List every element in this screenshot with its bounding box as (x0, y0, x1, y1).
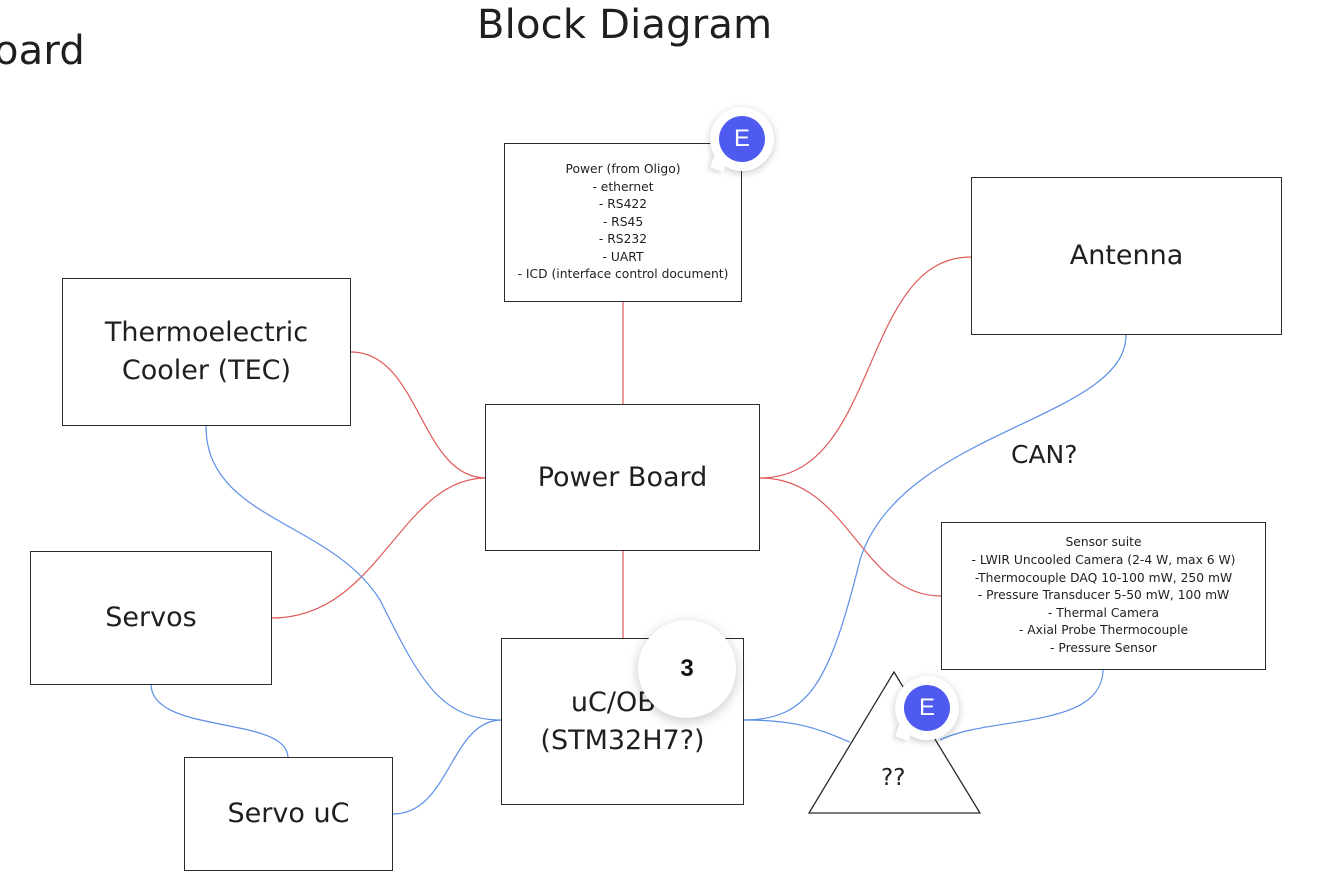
offscreen-title-fragment: oard (0, 28, 85, 74)
power-input-line: - ICD (interface control document) (517, 267, 729, 282)
antenna-label: Antenna (1069, 240, 1184, 271)
wire-antenna-uc (743, 334, 1127, 721)
power-board-block[interactable]: Power Board (485, 404, 760, 551)
sensor-suite-line: - Pressure Sensor (1050, 640, 1157, 655)
wire-uc-unknown (743, 719, 851, 743)
sensor-suite-list: Sensor suite - LWIR Uncooled Camera (2-4… (972, 534, 1236, 657)
servos-block[interactable]: Servos (30, 551, 272, 685)
sensor-suite-line: Sensor suite (1065, 535, 1142, 550)
power-input-line: Power (from Oligo) (565, 161, 681, 176)
wire-servos-powerboard (271, 477, 487, 619)
can-annotation: CAN? (1011, 440, 1078, 469)
wire-servouc-uc (392, 719, 503, 815)
sensor-suite-line: - Thermal Camera (1047, 605, 1160, 620)
power-input-list: Power (from Oligo) - ethernet - RS422 - … (518, 161, 729, 284)
uc-obc-label-line2: (STM32H7?) (540, 724, 705, 756)
wire-servos-servouc (150, 683, 289, 759)
power-input-line: - UART (602, 249, 644, 264)
power-input-line: - RS422 (598, 197, 648, 212)
tec-label-line1: Thermoelectric (104, 317, 309, 348)
antenna-block[interactable]: Antenna (971, 177, 1282, 335)
wire-tec-uc (205, 425, 503, 721)
wire-powerboard-antenna (759, 256, 972, 479)
wire-powerboard-sensors (759, 477, 942, 597)
servo-uc-block[interactable]: Servo uC (184, 757, 393, 871)
power-input-line: - RS45 (602, 214, 644, 229)
power-board-label: Power Board (537, 461, 708, 493)
page-title: Block Diagram (477, 2, 773, 48)
power-input-block[interactable]: Power (from Oligo) - ethernet - RS422 - … (504, 143, 742, 302)
unknown-triangle (807, 670, 982, 814)
power-input-line: - RS232 (598, 232, 648, 247)
servos-label: Servos (105, 602, 197, 633)
sensor-suite-line: - Pressure Transducer 5-50 mW, 100 mW (977, 588, 1230, 603)
tec-block[interactable]: Thermoelectric Cooler (TEC) (62, 278, 351, 426)
collaborator-initial: E (719, 116, 765, 162)
sensor-suite-block[interactable]: Sensor suite - LWIR Uncooled Camera (2-4… (941, 522, 1266, 670)
wire-sensors-unknown (939, 668, 1104, 741)
sensor-suite-line: -Thermocouple DAQ 10-100 mW, 250 mW (974, 570, 1233, 585)
collaborator-initial: E (904, 685, 950, 731)
unknown-triangle-label: ?? (881, 765, 906, 791)
comment-count-badge[interactable]: 3 (638, 620, 736, 718)
power-input-line: - ethernet (592, 179, 654, 194)
sensor-suite-line: - LWIR Uncooled Camera (2-4 W, max 6 W) (971, 553, 1236, 568)
servo-uc-label: Servo uC (227, 798, 350, 829)
sensor-suite-line: - Axial Probe Thermocouple (1018, 623, 1189, 638)
collaborator-avatar-bottom[interactable]: E (895, 676, 959, 741)
collaborator-avatar-top[interactable]: E (710, 107, 774, 172)
wire-tec-powerboard (350, 351, 487, 479)
tec-label-line2: Cooler (TEC) (121, 355, 292, 386)
